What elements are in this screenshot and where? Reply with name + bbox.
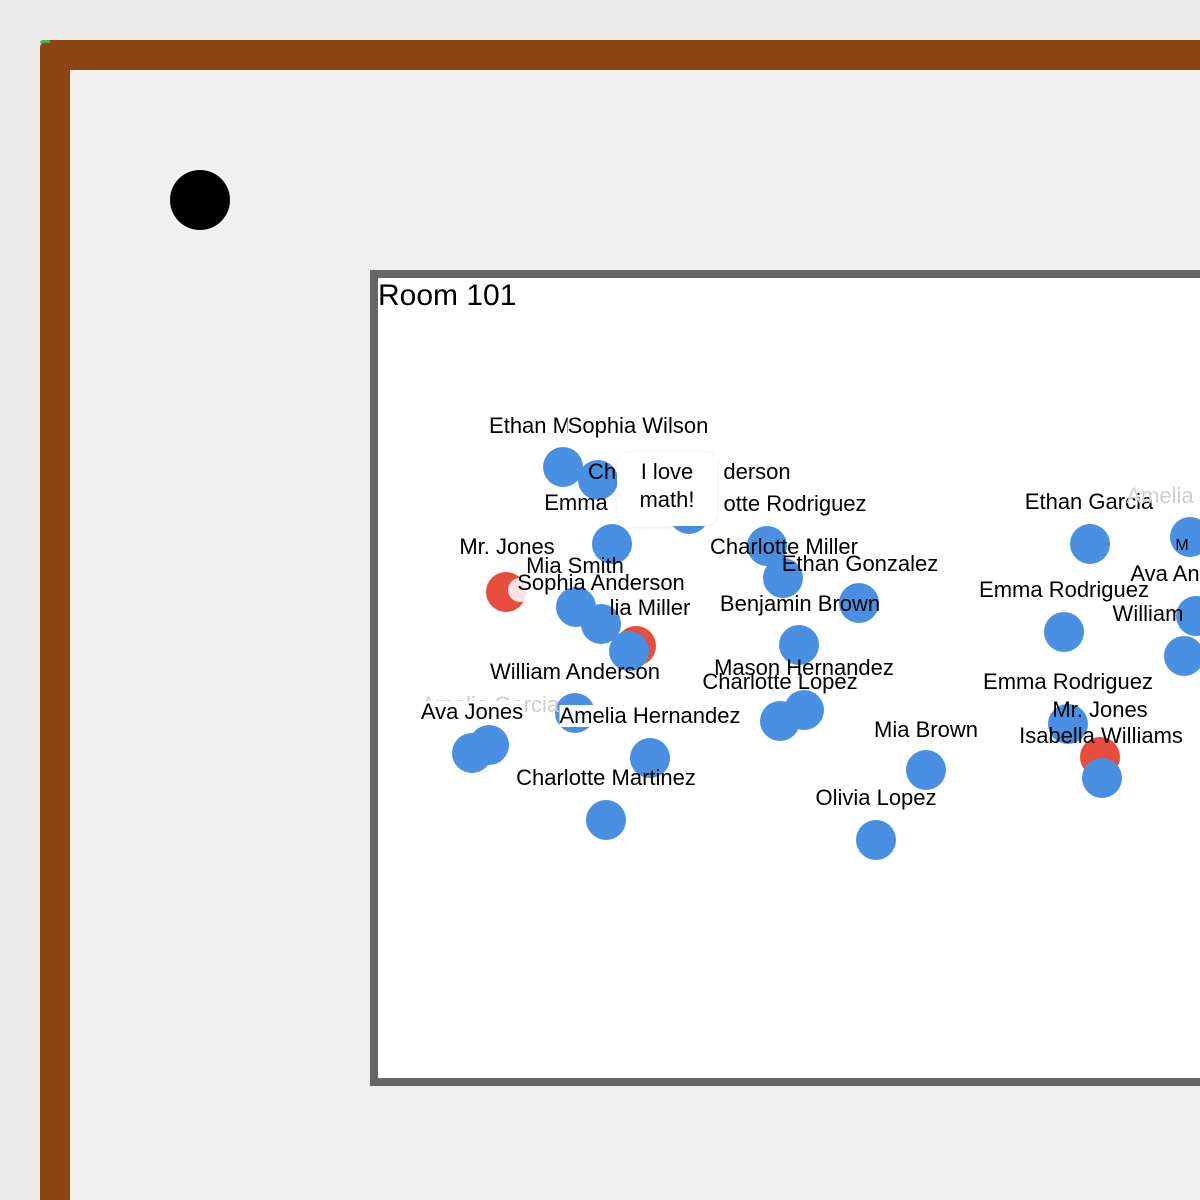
avatar-name-label: Sophia Anderson <box>517 570 685 595</box>
chat-bubble-line: math! <box>639 487 695 512</box>
teacher-name-label: Mr. Jones <box>1052 697 1148 722</box>
avatar-name-label: Charlotte Lopez <box>702 669 858 694</box>
student-avatar[interactable] <box>856 820 896 860</box>
avatar-name-label: Emma Rodriguez <box>979 577 1149 602</box>
avatar-name-label: Mason Hernandez <box>714 655 894 680</box>
avatar-name-label: otte Rodriguez <box>723 491 867 516</box>
student-avatar[interactable] <box>1044 612 1084 652</box>
player-cursor-dot[interactable] <box>170 170 230 230</box>
avatar-name-label: Ethan Gonzalez <box>781 551 939 576</box>
student-avatar[interactable] <box>763 558 803 598</box>
avatar-name-label: Ava Jones <box>420 699 524 724</box>
chat-bubble: I love math! <box>617 452 717 526</box>
student-avatar[interactable] <box>1070 524 1110 564</box>
student-avatar[interactable] <box>578 460 618 500</box>
student-avatar[interactable] <box>1048 704 1088 744</box>
avatar-name-label: Mia Brown <box>874 717 978 742</box>
teacher-name-label: Mr. Jones <box>459 534 555 559</box>
student-avatar[interactable] <box>543 447 583 487</box>
avatar-name-label: Mia Smith <box>526 553 624 578</box>
student-avatar[interactable] <box>1170 517 1200 557</box>
avatar-name-label: Sophia Wilson <box>567 413 709 438</box>
student-avatar[interactable] <box>779 625 819 665</box>
student-avatar[interactable] <box>630 738 670 778</box>
avatar-name-label: Ethan Garcia <box>1024 489 1154 514</box>
student-avatar[interactable] <box>508 578 532 602</box>
classroom-room-101[interactable] <box>370 270 1200 1086</box>
student-avatar[interactable] <box>1082 758 1122 798</box>
avatar-name-label: William <box>1112 601 1184 626</box>
student-avatar[interactable] <box>586 800 626 840</box>
avatar-name-label: Amelia Hernandez <box>559 703 741 728</box>
avatar-name-label: Emma Rodriguez <box>983 669 1153 694</box>
chat-bubble-line: I love <box>640 459 694 484</box>
student-avatar[interactable] <box>906 750 946 790</box>
avatar-name-label: Emma <box>544 490 608 515</box>
student-avatar[interactable] <box>839 583 879 623</box>
avatar-name-label: lia Miller <box>609 595 691 620</box>
avatar-name-label: Charlotte Miller <box>710 534 858 559</box>
student-avatar[interactable] <box>592 524 632 564</box>
avatar-name-label: Amelia <box>1126 483 1194 508</box>
avatar-name-label: Ethan M <box>489 413 571 438</box>
room-title: Room 101 <box>378 279 517 312</box>
student-avatar[interactable] <box>609 631 649 671</box>
avatar-name-label: Ch <box>587 459 617 484</box>
avatar-name-label: derson <box>723 459 791 484</box>
wall-corner-accent <box>40 40 50 43</box>
student-avatar[interactable] <box>1164 636 1200 676</box>
avatar-name-label: Benjamin Brown <box>719 591 881 616</box>
avatar-name-label: Charlotte Martinez <box>516 765 696 790</box>
student-avatar[interactable] <box>760 701 800 741</box>
avatar-name-label: Ava An <box>1130 561 1200 586</box>
avatar-name-label: M <box>1175 537 1189 554</box>
student-avatar[interactable] <box>452 733 492 773</box>
avatar-name-label: William Anderson <box>490 659 660 684</box>
avatar-name-label: Isabella Williams <box>1019 723 1183 748</box>
avatar-name-label: Olivia Lopez <box>815 785 937 810</box>
